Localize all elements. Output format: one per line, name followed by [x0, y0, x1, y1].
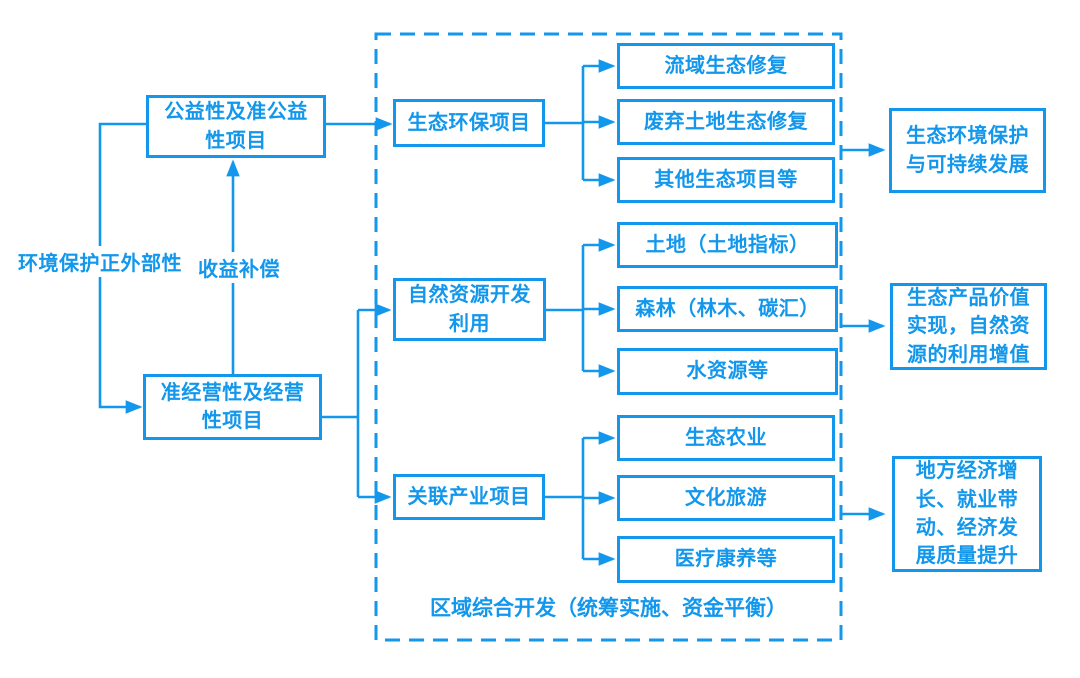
region-caption: 区域综合开发（统筹实施、资金平衡） — [430, 597, 787, 620]
leaf-box-water-resources: 水资源等 — [617, 348, 838, 395]
leaf-box-abandoned-land-restoration: 废弃土地生态修复 — [617, 99, 835, 145]
category-box-related-industry: 关联产业项目 — [393, 474, 545, 520]
compensation-label: 收益补偿 — [196, 252, 282, 283]
leaf-box-forest-carbon: 森林（林木、碳汇） — [617, 286, 838, 332]
leaf-box-medical-wellness: 医疗康养等 — [617, 536, 835, 583]
category-box-natural-resources: 自然资源开发 利用 — [393, 278, 546, 341]
outcome-box-eco-sustainable: 生态环境保护 与可持续发展 — [889, 108, 1046, 193]
leaf-box-culture-tourism: 文化旅游 — [617, 475, 835, 521]
outcome-box-eco-product-value: 生态产品价值 实现，自然资 源的利用增值 — [890, 283, 1047, 370]
category-box-eco-protection: 生态环保项目 — [393, 99, 545, 147]
leaf-box-land-quota: 土地（土地指标） — [617, 222, 838, 268]
outcome-box-local-economy: 地方经济增 长、就业带 动、经济发 展质量提升 — [892, 456, 1042, 572]
leaf-box-eco-agriculture: 生态农业 — [617, 415, 835, 461]
source-box-public-welfare: 公益性及准公益 性项目 — [146, 95, 326, 158]
leaf-box-other-eco-projects: 其他生态项目等 — [617, 157, 835, 203]
externality-label: 环境保护正外部性 — [16, 246, 184, 277]
source-box-operational: 准经营性及经营 性项目 — [143, 374, 322, 440]
leaf-box-watershed-restoration: 流域生态修复 — [617, 43, 835, 89]
region-dashed-border — [374, 32, 843, 642]
